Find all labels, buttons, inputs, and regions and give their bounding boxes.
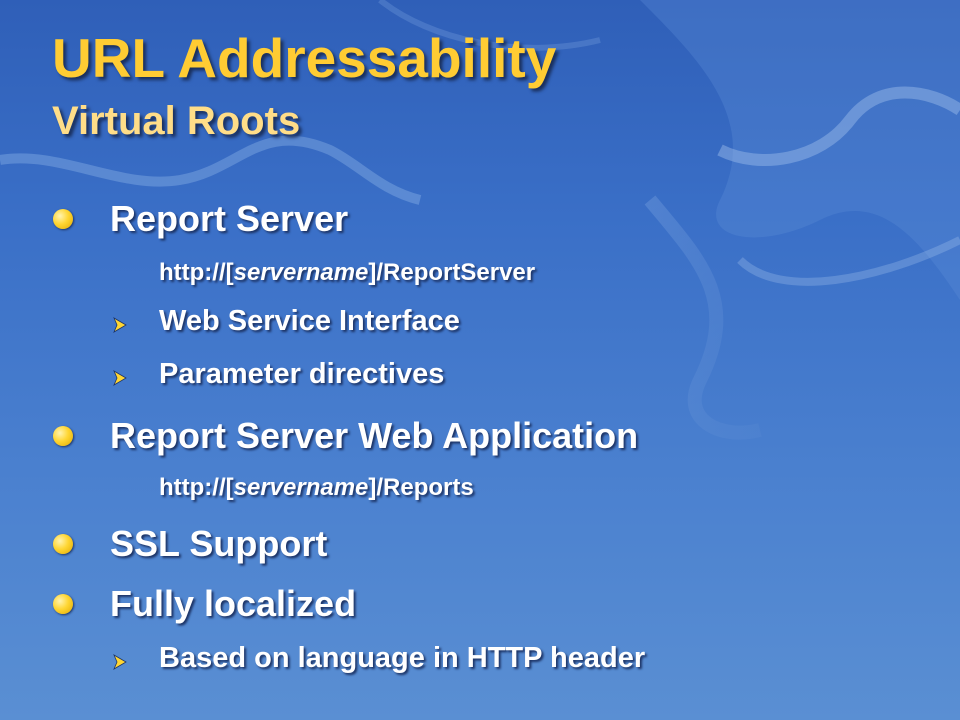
url-servername: servername: [233, 474, 369, 501]
url-servername: servername: [233, 259, 369, 286]
arrow-bullet-icon: [113, 654, 127, 670]
bullet-fully-localized: Fully localized: [110, 583, 357, 624]
bullet-dot: [53, 594, 73, 614]
bullet-report-server: Report Server: [110, 198, 349, 239]
arrow-bullet-icon: [113, 370, 127, 386]
subitem-http-header: Based on language in HTTP header: [159, 642, 646, 674]
subitem-parameter-directives: Parameter directives: [159, 358, 445, 390]
url-prefix: http://[: [159, 474, 234, 501]
bullet-report-server-web-app: Report Server Web Application: [110, 415, 639, 456]
url-prefix: http://[: [159, 259, 234, 286]
bullet-ssl-support: SSL Support: [110, 523, 328, 564]
bullet-dot: [53, 209, 73, 229]
slide-title: URL Addressability: [52, 27, 557, 89]
url-suffix: ]/Reports: [368, 474, 474, 501]
bullet-dot: [53, 426, 73, 446]
url-reports: http://[servername]/Reports: [159, 474, 474, 502]
slide-subtitle: Virtual Roots: [52, 99, 301, 143]
arrow-bullet-icon: [113, 317, 127, 333]
bullet-dot: [53, 534, 73, 554]
url-report-server: http://[servername]/ReportServer: [159, 259, 535, 287]
url-suffix: ]/ReportServer: [368, 259, 536, 286]
subitem-web-service-interface: Web Service Interface: [159, 305, 460, 337]
